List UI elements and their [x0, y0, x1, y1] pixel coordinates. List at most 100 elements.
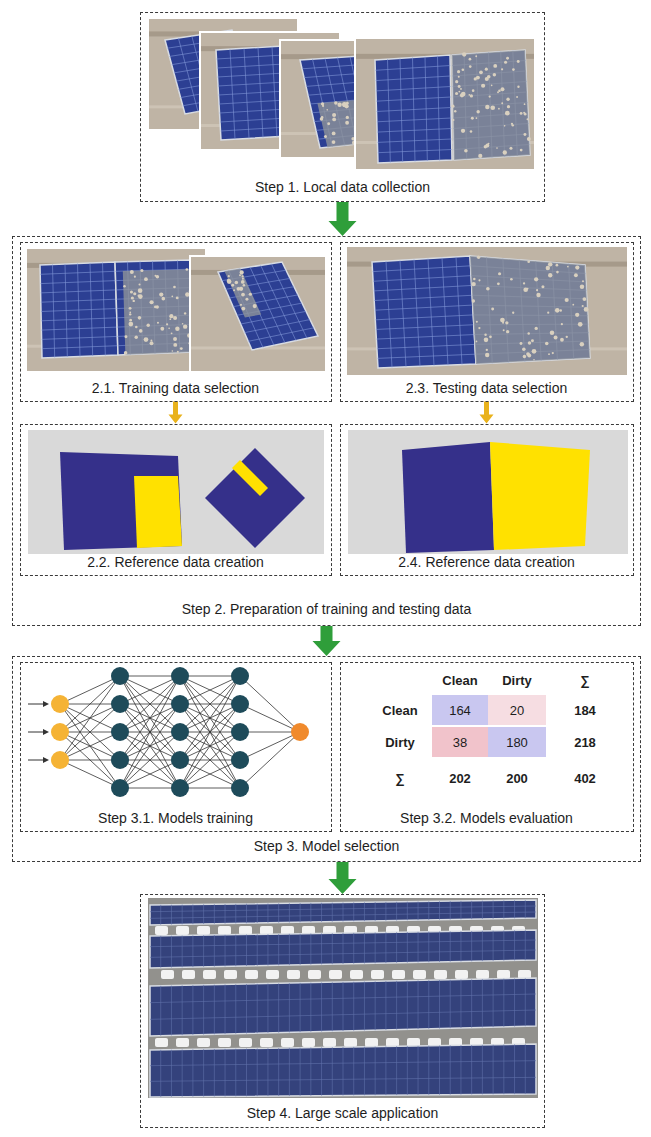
dust-spot	[332, 132, 336, 136]
substep-box: Step 3.1. Models training	[20, 662, 332, 832]
matrix-cell-bg	[432, 695, 488, 725]
panel-grid	[41, 290, 116, 293]
dust-spot	[560, 338, 564, 342]
panel-grid	[493, 979, 494, 1027]
step-box: Step 1. Local data collection	[140, 12, 545, 202]
step-label: 2.4. Reference data creation	[398, 554, 575, 570]
panel-grid	[460, 931, 461, 961]
panel-grid	[418, 980, 419, 1029]
solar-panel	[375, 55, 452, 163]
panel-grid	[278, 934, 279, 965]
panel-grid	[192, 904, 193, 924]
panel-grid	[375, 315, 473, 320]
dust-spot	[501, 87, 505, 91]
nn-input-neuron	[51, 723, 69, 741]
dust-spot	[150, 300, 154, 304]
panel-grid	[493, 901, 494, 919]
dust-spot	[490, 105, 495, 110]
panel-grid	[364, 1047, 365, 1096]
panel-grid	[235, 904, 236, 924]
panel-grid	[396, 932, 397, 963]
substep-box: 2.2. Reference data creation	[20, 424, 332, 576]
panel-grid	[214, 985, 215, 1035]
panel-grid	[378, 150, 452, 153]
panel-grid	[377, 354, 475, 358]
dust-spot	[458, 85, 461, 88]
nn-hidden-neuron	[231, 667, 249, 685]
dust-spot	[130, 270, 134, 274]
car	[392, 970, 405, 979]
panel-grid	[514, 900, 515, 918]
dust-spot	[582, 305, 584, 307]
dust-spot	[527, 288, 529, 290]
dust-spot	[183, 324, 187, 328]
panel-grid	[214, 1049, 215, 1097]
panel-grid	[503, 900, 504, 918]
reference-dirty-area	[232, 460, 268, 496]
car	[287, 970, 300, 979]
dust-spot	[129, 319, 132, 322]
panel-grid	[460, 1045, 461, 1094]
nn-output-neuron	[291, 723, 309, 741]
panel-grid	[321, 903, 322, 922]
flow-arrow	[329, 202, 357, 236]
panel-grid	[332, 903, 333, 922]
dust-spot	[501, 102, 503, 104]
dust-spot	[560, 309, 562, 311]
solar-panel	[150, 930, 536, 968]
car	[371, 970, 384, 979]
panel-grid	[343, 982, 344, 1031]
panel-grid	[150, 994, 536, 1003]
dust-spot	[471, 282, 475, 286]
matrix-cell: 202	[449, 771, 471, 786]
dust-spot	[464, 149, 468, 153]
nn-hidden-neuron	[231, 723, 249, 741]
flow-arrow	[480, 402, 494, 424]
dust-spot	[497, 282, 500, 285]
panel-grid	[353, 902, 354, 921]
matrix-cell: Dirty	[385, 735, 415, 750]
dust-spot	[484, 145, 487, 148]
panel-grid	[235, 984, 236, 1034]
matrix-cell: 200	[506, 771, 528, 786]
panel-grid	[400, 260, 406, 367]
dust-spot	[509, 147, 512, 150]
dust-spot	[124, 335, 127, 338]
panel-grid	[377, 344, 475, 348]
nn-link	[60, 732, 120, 760]
panel-grid	[150, 1010, 536, 1019]
panel-grid	[525, 930, 526, 960]
dust-spot	[556, 271, 559, 274]
solar-panel	[115, 260, 192, 355]
car	[245, 970, 258, 979]
panel-grid	[271, 264, 307, 339]
panel-grid	[396, 1046, 397, 1095]
panel-grid	[321, 982, 322, 1031]
panel-grid	[428, 932, 429, 963]
dust-spot	[173, 316, 177, 320]
panel-grid	[225, 904, 226, 924]
car	[302, 1038, 315, 1047]
nn-link	[120, 676, 180, 760]
dust-spot	[171, 295, 173, 297]
dust-spot	[133, 292, 136, 295]
dust-spot	[462, 52, 466, 56]
dust-spot	[159, 292, 163, 296]
dust-spot	[567, 266, 569, 268]
nn-hidden-neuron	[111, 695, 129, 713]
dust-spot	[469, 65, 472, 68]
solar-panel	[150, 978, 536, 1036]
flow-arrow	[329, 862, 357, 894]
car	[239, 926, 252, 935]
dust-spot	[477, 255, 480, 258]
matrix-cell: 38	[453, 735, 467, 750]
panel-grid	[376, 335, 474, 340]
dust-spot	[505, 321, 508, 324]
car	[365, 1038, 378, 1047]
dust-spot	[184, 312, 186, 314]
car	[455, 970, 468, 979]
panel-grid	[332, 933, 333, 964]
panel-grid	[150, 912, 536, 918]
panel-grid	[353, 982, 354, 1031]
dust-spot	[173, 337, 177, 341]
